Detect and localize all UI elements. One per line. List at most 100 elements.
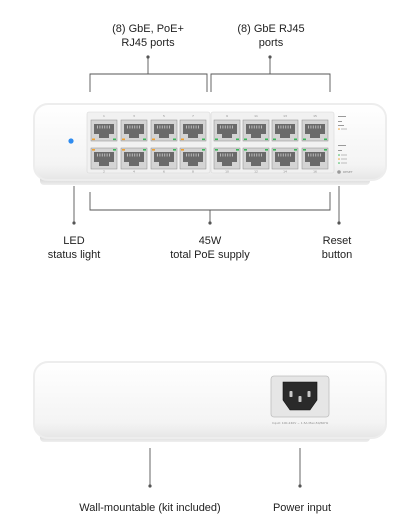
port-number-15: 15 <box>313 114 317 118</box>
rj45-port-grid <box>90 119 329 170</box>
label-poe-supply: 45W total PoE supply <box>150 234 270 262</box>
rj45-port-10[interactable] <box>213 147 241 170</box>
port-number-4: 4 <box>133 170 135 174</box>
port-link-led <box>236 138 239 141</box>
port-link-led <box>113 138 116 141</box>
rj45-port-15[interactable] <box>301 119 329 142</box>
rj45-port-16[interactable] <box>301 147 329 170</box>
port-indicator-led <box>215 149 218 151</box>
label-led-line1: LED <box>63 235 85 247</box>
rj45-port-14[interactable] <box>271 147 299 170</box>
rj45-port-8[interactable] <box>179 147 207 170</box>
port-number-14: 14 <box>283 170 287 174</box>
port-number-12: 12 <box>254 170 258 174</box>
label-reset-line2: button <box>321 249 353 261</box>
label-gbe-ports: (8) GbE RJ45 ports <box>221 22 321 50</box>
port-number-8: 8 <box>192 170 194 174</box>
port-indicator-led <box>152 138 155 141</box>
port-indicator-led <box>303 138 306 141</box>
port-number-6: 6 <box>163 170 165 174</box>
label-power-input: Power input <box>262 501 342 515</box>
port-indicator-led <box>303 149 306 151</box>
switch-rear-view: Input: 100-240V ~ 1.5A Max,50/60Hz <box>33 361 387 442</box>
label-power-input-text: Power input <box>272 502 332 514</box>
label-poe-ports-line2: RJ45 ports <box>121 37 175 49</box>
power-rating-text: Input: 100-240V ~ 1.5A Max,50/60Hz <box>272 421 329 425</box>
label-led-status: LED status light <box>34 234 114 262</box>
port-link-led <box>236 149 239 151</box>
port-link-led <box>143 149 146 151</box>
port-number-1: 1 <box>103 114 105 118</box>
port-number-7: 7 <box>192 114 194 118</box>
rj45-port-13[interactable] <box>271 119 299 142</box>
label-reset-line1: Reset <box>322 235 352 247</box>
port-link-led <box>324 149 327 151</box>
port-link-led <box>324 138 327 141</box>
port-number-9: 9 <box>226 114 228 118</box>
callout-dot-wall-mount <box>148 484 152 488</box>
reset-marker-text: RESET <box>343 170 353 174</box>
port-link-led <box>143 138 146 141</box>
port-indicator-led <box>92 138 95 141</box>
label-poe-supply-line1: 45W <box>198 235 222 247</box>
rj45-port-4[interactable] <box>120 147 148 170</box>
port-indicator-led <box>122 138 125 141</box>
label-wall-mountable-text: Wall-mountable (kit included) <box>79 502 221 514</box>
port-number-11: 11 <box>254 114 258 118</box>
reset-button[interactable] <box>337 170 341 174</box>
rj45-port-7[interactable] <box>179 119 207 142</box>
power-inlet[interactable] <box>270 375 330 418</box>
label-poe-ports: (8) GbE, PoE+ RJ45 ports <box>98 22 198 50</box>
port-link-led <box>202 138 205 141</box>
status-led <box>68 138 74 144</box>
port-indicator-led <box>273 138 276 141</box>
port-indicator-led <box>215 138 218 141</box>
port-number-13: 13 <box>283 114 287 118</box>
port-number-3: 3 <box>133 114 135 118</box>
port-link-led <box>265 149 268 151</box>
port-link-led <box>265 138 268 141</box>
rear-body <box>33 361 387 439</box>
label-poe-ports-line1: (8) GbE, PoE+ <box>112 23 184 35</box>
callout-dot-led <box>72 221 76 225</box>
callout-poe-ports <box>89 56 208 92</box>
port-indicator-led <box>244 138 247 141</box>
callout-poe-supply <box>89 192 331 223</box>
callout-dot-reset <box>337 221 341 225</box>
port-indicator-led <box>152 149 155 151</box>
port-indicator-led <box>122 149 125 151</box>
status-legend <box>338 116 347 164</box>
port-number-16: 16 <box>313 170 317 174</box>
label-gbe-ports-line2: ports <box>258 37 284 49</box>
port-indicator-led <box>181 149 184 151</box>
rj45-port-9[interactable] <box>213 119 241 142</box>
callout-dot-poe-ports <box>146 55 150 59</box>
port-indicator-led <box>92 149 95 151</box>
rj45-port-5[interactable] <box>150 119 178 142</box>
port-number-2: 2 <box>103 170 105 174</box>
label-wall-mountable: Wall-mountable (kit included) <box>60 501 240 515</box>
label-led-line2: status light <box>47 249 101 261</box>
port-link-led <box>173 149 176 151</box>
port-link-led <box>113 149 116 151</box>
rj45-port-3[interactable] <box>120 119 148 142</box>
port-link-led <box>202 149 205 151</box>
label-reset-button: Reset button <box>307 234 367 262</box>
port-link-led <box>173 138 176 141</box>
callout-gbe-ports <box>210 56 331 92</box>
port-number-10: 10 <box>225 170 229 174</box>
callout-dot-power-input <box>298 484 302 488</box>
port-indicator-led <box>244 149 247 151</box>
rj45-port-6[interactable] <box>150 147 178 170</box>
port-number-5: 5 <box>163 114 165 118</box>
rj45-port-11[interactable] <box>242 119 270 142</box>
port-link-led <box>294 138 297 141</box>
rj45-port-1[interactable] <box>90 119 118 142</box>
rj45-port-2[interactable] <box>90 147 118 170</box>
label-poe-supply-line2: total PoE supply <box>170 249 250 261</box>
callout-dot-poe-supply <box>208 221 212 225</box>
rj45-port-12[interactable] <box>242 147 270 170</box>
